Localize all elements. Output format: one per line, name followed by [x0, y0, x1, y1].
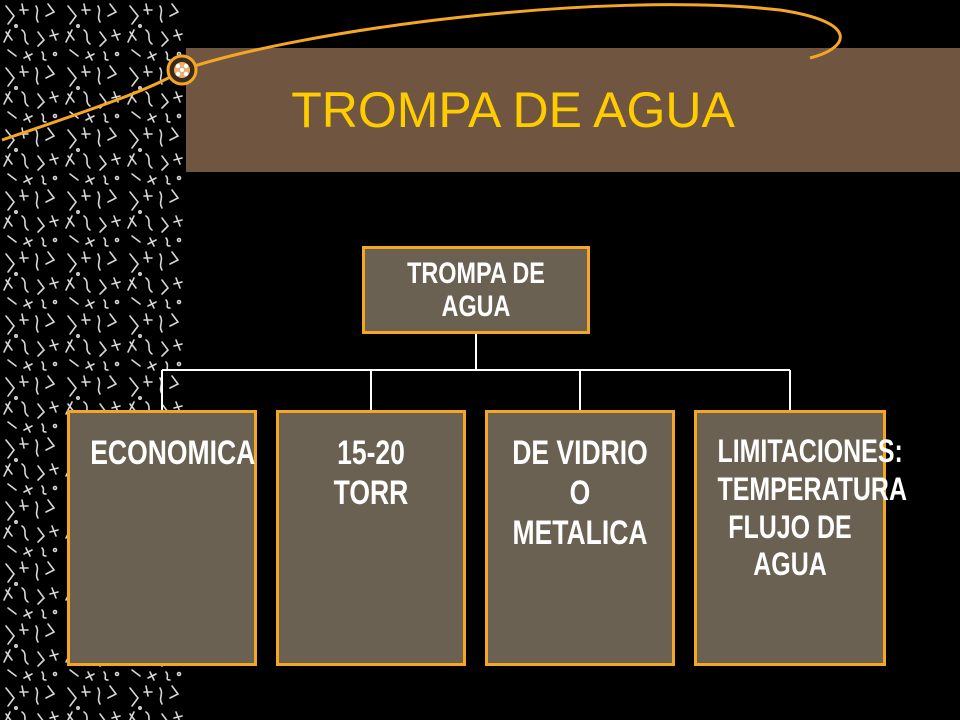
org-root-box: TROMPA DE AGUA: [362, 246, 590, 334]
org-child-label: LIMITACIONES: TEMPERATURA FLUJO DE AGUA: [717, 433, 907, 583]
org-child-label: 15-20 TORR: [333, 434, 409, 513]
org-child-box-vidrio: DE VIDRIO O METALICA: [485, 410, 675, 666]
org-root-label: TROMPA DE AGUA: [407, 257, 545, 323]
org-child-box-limitaciones: LIMITACIONES: TEMPERATURA FLUJO DE AGUA: [694, 410, 907, 666]
org-child-label: DE VIDRIO O METALICA: [512, 434, 648, 553]
org-child-label: ECONOMICA: [90, 434, 256, 472]
org-child-box-torr: 15-20 TORR: [276, 410, 466, 666]
org-child-box-economica: ECONOMICA: [67, 410, 257, 666]
